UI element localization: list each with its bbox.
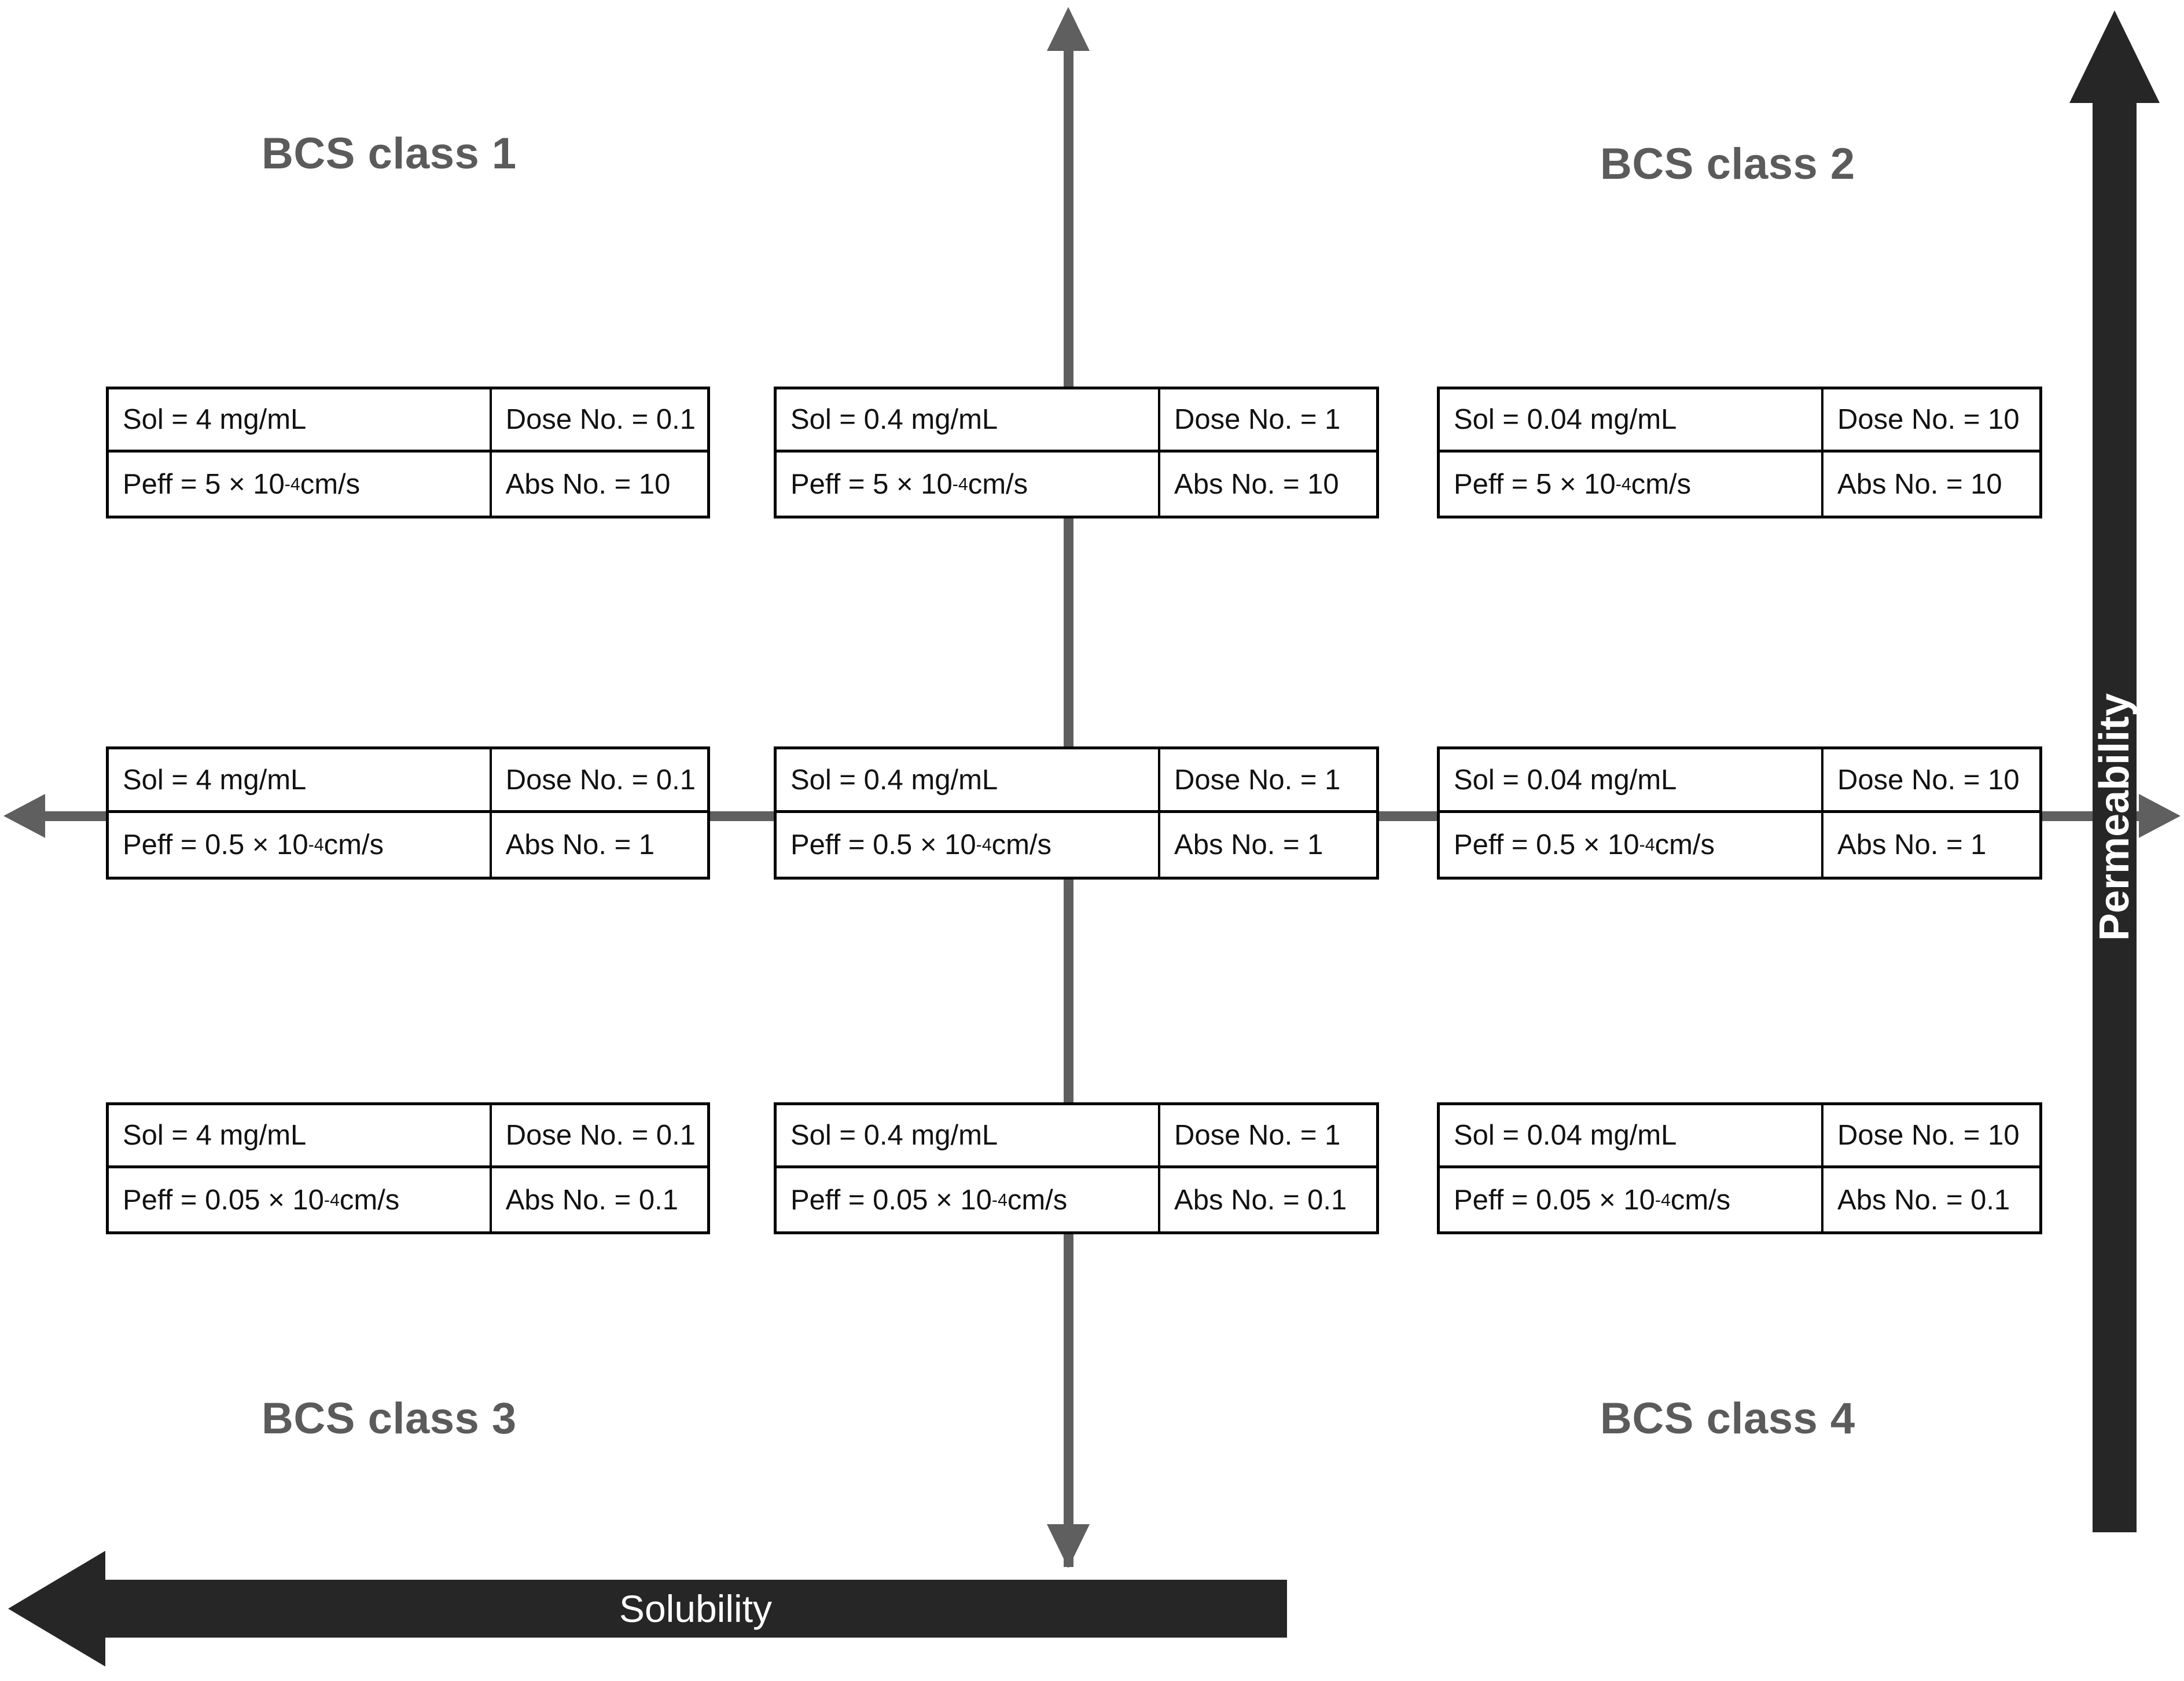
param-row-solubility: Sol = 0.04 mg/mL Dose No. = 10 [1440,389,2039,453]
param-table-r2c1: Sol = 0.4 mg/mL Dose No. = 1 Peff = 0.05… [774,1102,1379,1234]
cell-peff: Peff = 0.05 × 10-4 cm/s [109,1168,492,1231]
param-table-r2c2: Sol = 0.04 mg/mL Dose No. = 10 Peff = 0.… [1437,1102,2042,1234]
cell-dose-no: Dose No. = 1 [1174,404,1341,435]
param-table-r0c0: Sol = 4 mg/mL Dose No. = 0.1 Peff = 5 × … [106,387,710,518]
param-table-r2c0: Sol = 4 mg/mL Dose No. = 0.1 Peff = 0.05… [106,1102,710,1234]
cell-abs-no: Abs No. = 0.1 [1174,1184,1347,1216]
cell-abs-no: Abs No. = 1 [505,829,655,860]
param-row-permeability: Peff = 0.5 × 10-4 cm/s Abs No. = 1 [1440,813,2039,877]
cell-peff: Peff = 0.5 × 10-4 cm/s [109,813,492,877]
cell-abs-no: Abs No. = 0.1 [505,1184,679,1216]
param-row-solubility: Sol = 4 mg/mL Dose No. = 0.1 [109,749,707,813]
cell-dose-no: Dose No. = 1 [1174,764,1341,796]
param-table-r1c0: Sol = 4 mg/mL Dose No. = 0.1 Peff = 0.5 … [106,746,710,880]
param-table-r1c1: Sol = 0.4 mg/mL Dose No. = 1 Peff = 0.5 … [774,746,1379,880]
cell-abs-no: Abs No. = 1 [1837,829,1987,860]
cell-dose-no: Dose No. = 10 [1837,764,2020,796]
cell-sol: Sol = 4 mg/mL [109,389,492,450]
solubility-axis-arrow: Solubility [8,1551,1287,1667]
cell-abs-no: Abs No. = 10 [1837,468,2002,500]
cell-peff: Peff = 0.5 × 10-4 cm/s [1440,813,1824,877]
cell-abs-no: Abs No. = 0.1 [1837,1184,2010,1216]
param-row-solubility: Sol = 4 mg/mL Dose No. = 0.1 [109,389,707,453]
vertical-axis-arrowhead-icon [1047,7,1090,51]
cell-dose-no: Dose No. = 0.1 [505,404,696,435]
permeability-axis-label: Permeability [2091,693,2138,941]
solubility-axis-label: Solubility [619,1587,773,1630]
cell-peff: Peff = 5 × 10-4 cm/s [1440,453,1824,516]
cell-abs-no: Abs No. = 10 [1174,468,1339,500]
permeability-arrow-shaft [2093,102,2137,1532]
cell-sol: Sol = 0.04 mg/mL [1440,749,1824,810]
horizontal-axis-arrowhead-right-icon [2139,794,2181,838]
cell-dose-no: Dose No. = 1 [1174,1120,1341,1151]
param-row-solubility: Sol = 0.04 mg/mL Dose No. = 10 [1440,1105,2039,1168]
cell-sol: Sol = 4 mg/mL [109,749,492,810]
param-row-permeability: Peff = 0.5 × 10-4 cm/s Abs No. = 1 [777,813,1376,877]
cell-peff: Peff = 0.05 × 10-4 cm/s [777,1168,1161,1231]
param-table-r0c2: Sol = 0.04 mg/mL Dose No. = 10 Peff = 5 … [1437,387,2042,518]
cell-peff: Peff = 0.05 × 10-4 cm/s [1440,1168,1824,1231]
cell-dose-no: Dose No. = 10 [1837,404,2020,435]
solubility-arrowhead-icon [8,1551,105,1667]
permeability-axis-label-wrapper: Permeability [2091,102,2138,1532]
cell-abs-no: Abs No. = 10 [505,468,671,500]
vertical-axis-arrowhead-bottom-icon [1047,1524,1090,1568]
cell-peff: Peff = 5 × 10-4 cm/s [777,453,1161,516]
param-row-permeability: Peff = 0.05 × 10-4 cm/s Abs No. = 0.1 [777,1168,1376,1231]
param-row-solubility: Sol = 0.4 mg/mL Dose No. = 1 [777,1105,1376,1168]
cell-peff: Peff = 5 × 10-4 cm/s [109,453,492,516]
cell-dose-no: Dose No. = 0.1 [505,1120,696,1151]
cell-peff: Peff = 0.5 × 10-4 cm/s [777,813,1161,877]
cell-sol: Sol = 0.4 mg/mL [777,1105,1161,1165]
param-row-permeability: Peff = 0.5 × 10-4 cm/s Abs No. = 1 [109,813,707,877]
cell-dose-no: Dose No. = 0.1 [505,764,696,796]
cell-abs-no: Abs No. = 1 [1174,829,1323,860]
param-row-solubility: Sol = 0.4 mg/mL Dose No. = 1 [777,389,1376,453]
permeability-arrowhead-icon [2069,10,2160,103]
cell-sol: Sol = 0.4 mg/mL [777,389,1161,450]
param-row-permeability: Peff = 0.05 × 10-4 cm/s Abs No. = 0.1 [109,1168,707,1231]
param-row-solubility: Sol = 4 mg/mL Dose No. = 0.1 [109,1105,707,1168]
quadrant-label-bcs-class-2: BCS class 2 [1600,139,1855,189]
param-row-solubility: Sol = 0.4 mg/mL Dose No. = 1 [777,749,1376,813]
param-row-permeability: Peff = 5 × 10-4 cm/s Abs No. = 10 [1440,453,2039,516]
permeability-axis-arrow: Permeability [2069,10,2160,1532]
cell-sol: Sol = 4 mg/mL [109,1105,492,1165]
quadrant-label-bcs-class-1: BCS class 1 [262,129,517,178]
param-row-permeability: Peff = 5 × 10-4 cm/s Abs No. = 10 [109,453,707,516]
solubility-arrow-shaft [104,1580,1287,1638]
param-table-r0c1: Sol = 0.4 mg/mL Dose No. = 1 Peff = 5 × … [774,387,1379,518]
cell-sol: Sol = 0.04 mg/mL [1440,389,1824,450]
cell-dose-no: Dose No. = 10 [1837,1120,2020,1151]
param-row-permeability: Peff = 0.05 × 10-4 cm/s Abs No. = 0.1 [1440,1168,2039,1231]
param-table-r1c2: Sol = 0.04 mg/mL Dose No. = 10 Peff = 0.… [1437,746,2042,880]
param-row-permeability: Peff = 5 × 10-4 cm/s Abs No. = 10 [777,453,1376,516]
param-row-solubility: Sol = 0.04 mg/mL Dose No. = 10 [1440,749,2039,813]
cell-sol: Sol = 0.04 mg/mL [1440,1105,1824,1165]
quadrant-label-bcs-class-4: BCS class 4 [1600,1394,1855,1443]
cell-sol: Sol = 0.4 mg/mL [777,749,1161,810]
quadrant-label-bcs-class-3: BCS class 3 [262,1394,517,1443]
